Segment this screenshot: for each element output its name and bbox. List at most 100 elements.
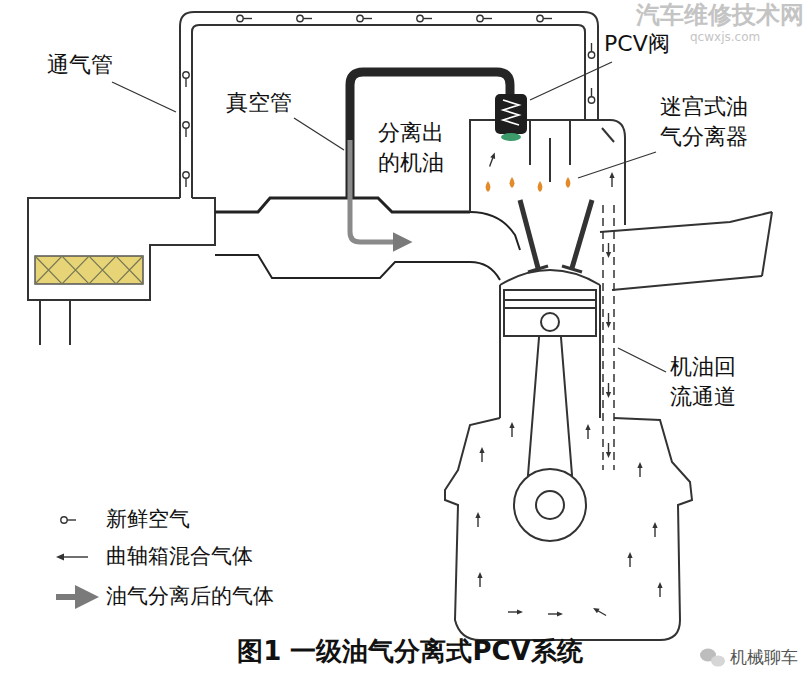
blowby-flow bbox=[637, 462, 642, 477]
air-filter bbox=[28, 198, 215, 300]
cylinder-piston bbox=[504, 290, 596, 336]
watermark-url: qcwxjs.com bbox=[690, 31, 760, 44]
blowby-flow bbox=[548, 611, 563, 616]
legend-sample bbox=[56, 517, 88, 597]
oil-return-flow bbox=[606, 443, 611, 458]
oil-drops bbox=[486, 177, 571, 192]
vent-pipe bbox=[180, 12, 598, 198]
leader-line bbox=[112, 62, 666, 372]
oil-return-flow bbox=[606, 243, 611, 458]
blowby-flow bbox=[652, 522, 657, 537]
legend-sample bbox=[62, 556, 88, 557]
cylinder-piston bbox=[500, 285, 600, 541]
fresh-air-flow bbox=[183, 15, 595, 187]
oil-return-label: 机油回流通道 bbox=[670, 352, 737, 411]
watermark: 汽车维修技术网 bbox=[636, 1, 804, 30]
fresh-air-flow bbox=[417, 15, 432, 21]
engine-valves bbox=[528, 266, 548, 272]
leader-line bbox=[294, 118, 344, 150]
fresh-air-flow bbox=[537, 15, 552, 21]
leader-line bbox=[618, 348, 666, 372]
fresh-air-flow bbox=[588, 43, 594, 58]
pcv-valve bbox=[495, 94, 527, 134]
engine-valves bbox=[572, 200, 592, 268]
leader-line bbox=[530, 62, 612, 100]
blowby-flow bbox=[627, 552, 632, 567]
cylinder-piston bbox=[504, 307, 596, 309]
blowby-flow bbox=[508, 609, 523, 614]
pcv-valve bbox=[503, 100, 519, 125]
separator-label: 迷宫式油气分离器 bbox=[660, 92, 749, 151]
oil-drops bbox=[538, 181, 543, 192]
vacuum-hose bbox=[350, 72, 510, 198]
legend-text: 曲轴箱混合气体 bbox=[106, 544, 253, 569]
blowby-flow bbox=[509, 422, 514, 437]
intake-duct bbox=[470, 212, 520, 250]
watermark-icon bbox=[700, 649, 725, 667]
intake-duct bbox=[215, 255, 470, 278]
vacuum-hose bbox=[350, 72, 510, 242]
blowby-flow bbox=[592, 606, 608, 618]
exhaust-port bbox=[612, 276, 762, 290]
cylinder-piston bbox=[514, 469, 586, 541]
cylinder-head bbox=[470, 120, 625, 285]
air-filter bbox=[39, 300, 41, 345]
air-filter bbox=[35, 256, 143, 284]
cylinder-head bbox=[500, 270, 600, 285]
oil-return-channel bbox=[613, 205, 615, 470]
oil-return-flow bbox=[606, 383, 611, 398]
pcv-valve-label: PCV阀 bbox=[604, 32, 670, 56]
cylinder-piston bbox=[541, 313, 559, 331]
cylinder-head bbox=[549, 138, 551, 182]
fresh-air-flow bbox=[183, 72, 189, 87]
oil-return-channel bbox=[603, 205, 614, 470]
cylinder-piston bbox=[599, 285, 601, 418]
blowby-flow bbox=[609, 172, 614, 187]
oil-drops bbox=[510, 177, 515, 188]
cylinder-head bbox=[569, 120, 571, 165]
separated-oil-label: 分离出的机油 bbox=[378, 118, 445, 177]
exhaust-port bbox=[600, 212, 772, 290]
air-filter bbox=[69, 300, 71, 345]
air-filter bbox=[28, 198, 215, 345]
fresh-air-flow bbox=[237, 15, 252, 21]
fresh-air-flow bbox=[477, 15, 492, 21]
oil-return-flow bbox=[606, 243, 611, 258]
vent-pipe bbox=[192, 25, 585, 198]
leader-line bbox=[578, 152, 656, 178]
cylinder-head bbox=[602, 128, 614, 142]
cylinder-piston bbox=[499, 285, 501, 418]
crankcase bbox=[445, 418, 692, 640]
cylinder-head bbox=[470, 120, 625, 225]
cylinder-piston bbox=[536, 491, 564, 519]
vacuum-hose-label: 真空管 bbox=[226, 90, 292, 116]
fresh-air-flow bbox=[357, 15, 372, 21]
oil-return-channel bbox=[602, 205, 604, 470]
leader-line bbox=[112, 82, 176, 112]
watermark-icon bbox=[711, 656, 725, 667]
oil-drops bbox=[566, 177, 571, 188]
blowby-flow bbox=[475, 152, 662, 618]
intake-duct bbox=[215, 198, 470, 212]
figure-caption: 图1 一级油气分离式PCV系统 bbox=[237, 636, 582, 667]
blowby-flow bbox=[585, 424, 590, 439]
vent-pipe-label: 通气管 bbox=[47, 52, 113, 78]
air-filter bbox=[35, 256, 143, 284]
watermark: 机械聊车 bbox=[730, 647, 798, 667]
vent-pipe bbox=[180, 12, 598, 198]
crankcase bbox=[445, 418, 692, 640]
legend-sample bbox=[56, 594, 84, 600]
oil-drops bbox=[486, 181, 491, 192]
engine-valves bbox=[520, 200, 592, 272]
legend-text: 油气分离后的气体 bbox=[106, 584, 274, 609]
legend-sample bbox=[56, 554, 64, 561]
fresh-air-flow bbox=[183, 172, 189, 187]
fresh-air-flow bbox=[588, 88, 594, 103]
blowby-flow bbox=[475, 512, 480, 527]
engine-valves bbox=[520, 200, 538, 268]
fresh-air-flow bbox=[183, 122, 189, 137]
blowby-flow bbox=[477, 572, 482, 587]
engine-valves bbox=[562, 266, 582, 272]
exhaust-port bbox=[600, 212, 772, 232]
cylinder-head bbox=[529, 120, 531, 165]
